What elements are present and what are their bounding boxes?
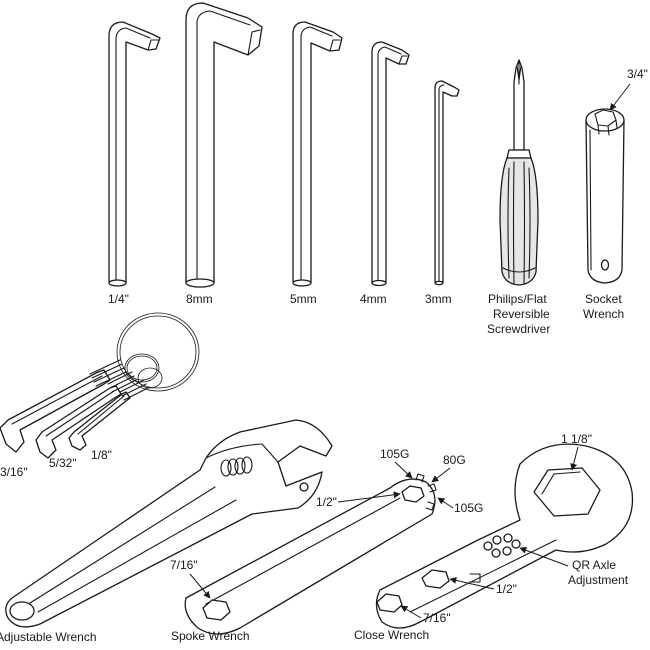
socket-size-leader <box>609 83 631 111</box>
key-532-label: 5/32" <box>49 456 77 470</box>
qr-axle-leader <box>519 546 569 567</box>
socket-wrench <box>585 108 625 284</box>
socket-wrench-label-line2: Wrench <box>583 307 624 321</box>
bb-716-leader <box>400 605 422 619</box>
qr-axle-label-line2: Adjustment <box>568 573 629 587</box>
hex-key-4mm-label: 4mm <box>360 292 387 306</box>
spoke-105g-top-label: 105G <box>380 447 409 461</box>
spoke-716-leader <box>189 573 211 599</box>
key-316-label: 3/16" <box>0 465 28 479</box>
reversible-screwdriver <box>499 59 539 286</box>
adjustable-wrench-label: Adjustable Wrench <box>0 630 97 644</box>
bb-half-inch-label: 1/2" <box>496 582 517 596</box>
socket-wrench-size-label: 3/4" <box>627 67 648 81</box>
hex-key-quarter-inch-label: 1/4" <box>108 292 129 306</box>
hex-key-4mm <box>371 41 410 287</box>
spoke-105g-right-leader <box>437 497 454 509</box>
spoke-half-inch-leader <box>337 491 401 503</box>
spoke-half-inch-label: 1/2" <box>316 495 337 509</box>
close-wrench-label: Close Wrench <box>354 628 429 642</box>
bottom-bracket-wrench <box>375 443 634 629</box>
hex-key-8mm <box>185 2 263 288</box>
hex-key-5mm-label: 5mm <box>290 292 317 306</box>
key-ring-set <box>0 312 200 459</box>
hex-key-5mm <box>292 21 343 287</box>
spoke-80g-leader <box>431 467 451 483</box>
bb-716-label: 7/16" <box>423 611 451 625</box>
bb-big-size-label: 1 1/8" <box>561 432 592 446</box>
spoke-80g-label: 80G <box>443 453 466 467</box>
hex-key-3mm <box>434 80 460 286</box>
hex-key-quarter-inch <box>108 21 161 287</box>
qr-axle-cutout <box>483 533 521 558</box>
spoke-716-label: 7/16" <box>170 558 198 572</box>
adjustable-wrench <box>5 419 333 628</box>
screwdriver-label-line1: Philips/Flat <box>488 292 547 306</box>
bb-half-inch-leader <box>449 576 495 590</box>
hex-key-8mm-label: 8mm <box>186 292 213 306</box>
spoke-105g-top-leader <box>394 461 413 479</box>
socket-wrench-label-line1: Socket <box>585 292 622 306</box>
screwdriver-label-line3: Screwdriver <box>487 322 550 336</box>
bb-big-size-leader <box>570 446 579 471</box>
spoke-105g-right-label: 105G <box>454 501 483 515</box>
spoke-wrench <box>184 473 437 635</box>
spoke-wrench-label: Spoke Wrench <box>171 629 250 643</box>
qr-axle-label-line1: QR Axle <box>572 558 616 572</box>
key-18-label: 1/8" <box>91 448 112 462</box>
hex-key-3mm-label: 3mm <box>425 292 452 306</box>
screwdriver-label-line2: Reversible <box>493 307 550 321</box>
